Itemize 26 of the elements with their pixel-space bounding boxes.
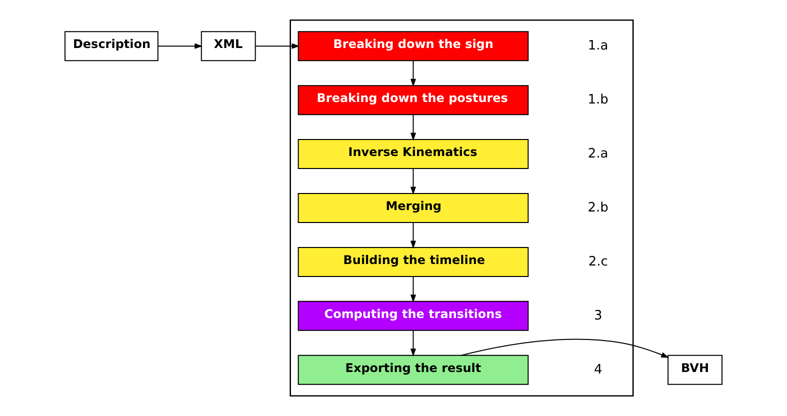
arrow xyxy=(158,43,203,49)
arrow xyxy=(254,43,300,49)
node-box: Merging xyxy=(298,193,529,223)
node-box: Building the timeline xyxy=(298,246,529,277)
node-box: Computing the transitions xyxy=(298,300,529,331)
label: 4 xyxy=(594,362,602,378)
arrow xyxy=(410,114,416,141)
label: 1.b xyxy=(588,92,608,108)
label: 2.b xyxy=(588,200,608,216)
label: 2.a xyxy=(588,146,608,162)
arrow xyxy=(460,338,670,358)
node-box: Inverse Kinematics xyxy=(298,139,529,170)
arrow xyxy=(410,276,416,303)
arrow xyxy=(410,222,416,249)
node-box: XML xyxy=(200,31,256,62)
node-box: Exporting the result xyxy=(298,354,529,385)
arrow xyxy=(410,60,416,87)
node-box: Description xyxy=(64,31,158,62)
label: 1.a xyxy=(588,38,608,54)
label: 2.c xyxy=(588,254,608,270)
node-box: Breaking down the postures xyxy=(298,85,529,116)
arrow xyxy=(410,330,416,357)
node-box: BVH xyxy=(668,354,722,385)
node-box: Breaking down the sign xyxy=(298,31,529,62)
label: 3 xyxy=(594,308,602,324)
arrow xyxy=(410,168,416,195)
